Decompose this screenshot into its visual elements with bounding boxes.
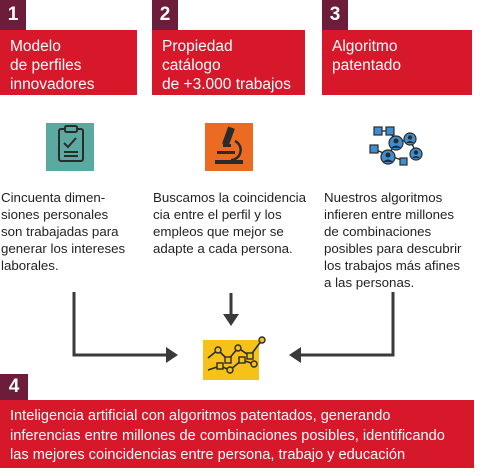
step-1-description-line: laborales. xyxy=(1,258,59,273)
step-2-description-line: Buscamos la coincidencia xyxy=(153,190,306,205)
step-4-number: 4 xyxy=(0,374,28,400)
step-2-description-line: empleos que mejor se xyxy=(153,224,284,239)
microscope-icon xyxy=(205,123,253,171)
step-1-title-line: innovadores xyxy=(10,76,95,93)
step-2-description: Buscamos la coincidencia cia entre el pe… xyxy=(153,189,306,257)
clipboard-icon xyxy=(46,123,94,171)
step-3-title-line: patentado xyxy=(332,57,401,74)
step-3-title-line: Algoritmo xyxy=(332,38,398,55)
left-arrow xyxy=(72,292,170,357)
step-3-description-line: infieren entre millones xyxy=(324,207,455,222)
step-1-description-line: Cincuenta dimen- xyxy=(1,190,106,205)
step-2-title-box: Propiedad catálogo de +3.000 trabajos fu… xyxy=(152,30,305,112)
step-3-description: Nuestros algoritmos infieren entre millo… xyxy=(324,189,461,291)
result-text-line: Inteligencia artificial con algoritmos p… xyxy=(10,408,391,424)
step-2-title-line: futuros xyxy=(162,95,210,112)
step-3-description-line: los trabajos más afines xyxy=(324,258,460,273)
step-1-title-line: Modelo xyxy=(10,38,61,55)
step-1-description-line: generar los intereses xyxy=(1,241,126,256)
step-1-description-line: son trabajadas para xyxy=(1,224,119,239)
result-box: Inteligencia artificial con algoritmos p… xyxy=(0,400,474,468)
step-2-description-line: cia entre el perfil y los xyxy=(153,207,282,222)
step-3-description-line: Nuestros algoritmos xyxy=(324,190,443,205)
right-arrow-head xyxy=(289,347,301,363)
step-2-title-line: de +3.000 trabajos xyxy=(162,76,291,93)
step-3-title-box: Algoritmo patentado xyxy=(322,30,472,95)
right-arrow xyxy=(297,292,395,357)
step-2-number: 2 xyxy=(152,0,178,30)
line-chart-icon xyxy=(200,330,270,382)
step-1-description-line: siones personales xyxy=(1,207,109,222)
step-2-description-line: adapte a cada persona. xyxy=(153,241,293,256)
step-3-description-line: de combinaciones xyxy=(324,224,432,239)
step-1-description: Cincuenta dimen- siones personales son t… xyxy=(1,189,125,274)
step-3-description-line: posibles para descubrir xyxy=(324,241,462,256)
left-arrow-head xyxy=(166,347,178,363)
step-1-title-box: Modelo de perfiles innovadores xyxy=(0,30,137,95)
step-1-title-line: de perfiles xyxy=(10,57,82,74)
result-text-line: las mejores coincidencias entre persona,… xyxy=(10,447,406,463)
step-2-title-line: Propiedad catálogo xyxy=(162,38,233,74)
result-text-line: inferencias entre millones de combinacio… xyxy=(10,427,445,444)
step-1-number: 1 xyxy=(0,0,26,30)
network-people-icon xyxy=(368,121,424,175)
center-arrow-head xyxy=(223,314,239,326)
step-3-number: 3 xyxy=(322,0,348,30)
step-3-description-line: a las personas. xyxy=(324,275,415,290)
